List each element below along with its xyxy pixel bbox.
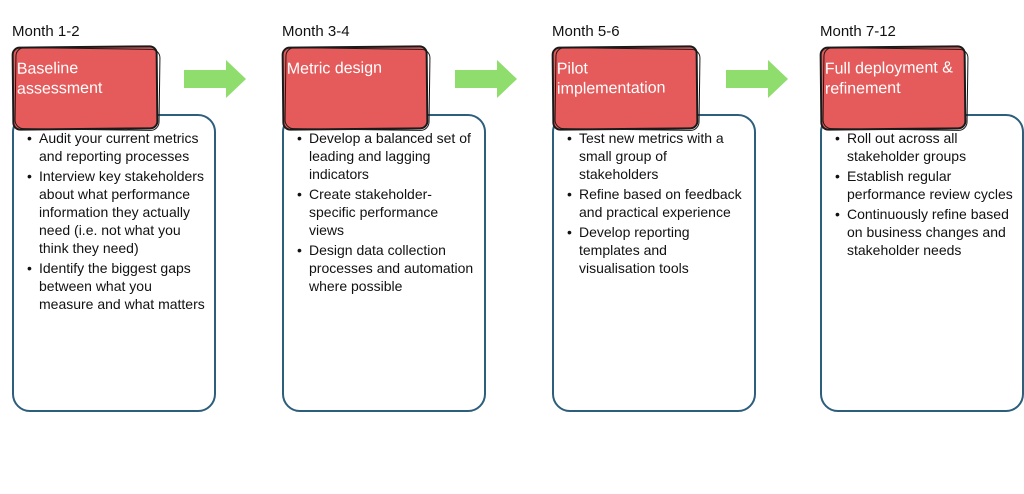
phase-bullet: Interview key stakeholders about what pe… — [27, 167, 206, 257]
phase-bullet: Refine based on feedback and practical e… — [567, 185, 746, 221]
phase-month: Month 3-4 — [282, 23, 350, 40]
phase-title: Metric design — [281, 45, 429, 131]
right-arrow-icon — [455, 60, 517, 98]
phase-3: Month 5-6 Test new metrics with a small … — [551, 0, 782, 494]
phase-bullet: Roll out across all stakeholder groups — [835, 129, 1014, 165]
phase-month: Month 5-6 — [552, 23, 620, 40]
phase-bullet-list: Test new metrics with a small group of s… — [567, 129, 746, 277]
phase-bullet: Develop a balanced set of leading and la… — [297, 129, 476, 183]
phase-bullet-list: Roll out across all stakeholder groups E… — [835, 129, 1014, 259]
phase-card: Develop a balanced set of leading and la… — [282, 114, 486, 412]
phase-4: Month 7-12 Roll out across all stakehold… — [819, 0, 1024, 494]
phase-bullet: Create stakeholder-specific performance … — [297, 185, 476, 239]
phase-bullet: Design data collection processes and aut… — [297, 241, 476, 295]
phase-title: Pilot implementation — [551, 45, 699, 131]
phase-title: Baseline assessment — [11, 45, 159, 131]
phase-title: Full deployment & refinement — [819, 45, 967, 131]
phase-bullet-list: Develop a balanced set of leading and la… — [297, 129, 476, 295]
phase-1: Month 1-2 Audit your current metrics and… — [11, 0, 242, 494]
phase-bullet-list: Audit your current metrics and reporting… — [27, 129, 206, 313]
phase-month: Month 1-2 — [12, 23, 80, 40]
phase-bullet: Develop reporting templates and visualis… — [567, 223, 746, 277]
phase-bullet: Test new metrics with a small group of s… — [567, 129, 746, 183]
phase-card: Roll out across all stakeholder groups E… — [820, 114, 1024, 412]
phase-bullet: Establish regular performance review cyc… — [835, 167, 1014, 203]
phase-card: Audit your current metrics and reporting… — [12, 114, 216, 412]
phase-month: Month 7-12 — [820, 23, 896, 40]
right-arrow-icon — [726, 60, 788, 98]
phase-bullet: Identify the biggest gaps between what y… — [27, 259, 206, 313]
phase-bullet: Audit your current metrics and reporting… — [27, 129, 206, 165]
right-arrow-icon — [184, 60, 246, 98]
phase-card: Test new metrics with a small group of s… — [552, 114, 756, 412]
phase-2: Month 3-4 Develop a balanced set of lead… — [281, 0, 512, 494]
phase-bullet: Continuously refine based on business ch… — [835, 205, 1014, 259]
